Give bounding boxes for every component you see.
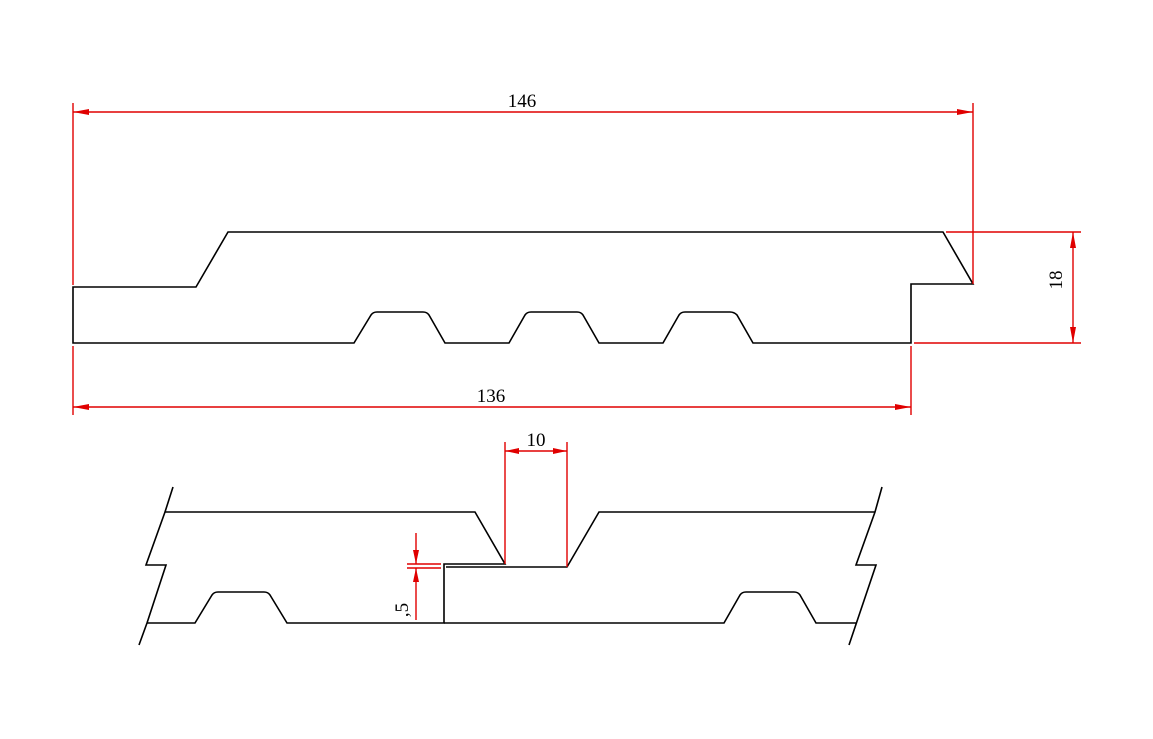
left-board-section: [138, 486, 507, 646]
top-board-profile: [72, 231, 975, 344]
dimension-label-146: 146: [508, 91, 537, 112]
dimension-gap: ,5: [392, 533, 441, 620]
dimension-label-gap: ,5: [392, 603, 413, 617]
dimension-tongue-width: 10: [504, 430, 568, 567]
dimension-label-18: 18: [1046, 271, 1067, 290]
dimension-overall-width: 146: [72, 91, 974, 285]
dimension-label-136: 136: [477, 386, 506, 407]
right-board-section: [444, 486, 883, 646]
dimension-label-10: 10: [527, 430, 546, 451]
dimension-cover-width: 136: [72, 346, 912, 415]
dimension-thickness: 18: [914, 231, 1081, 344]
